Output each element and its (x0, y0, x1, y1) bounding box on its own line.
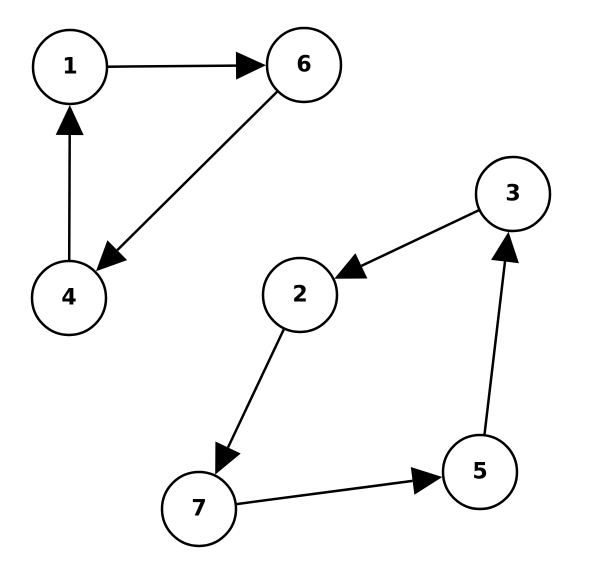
arrowhead (235, 51, 266, 80)
edge-4-to-1 (55, 105, 84, 262)
edge-line (235, 479, 413, 506)
edge-5-to-3 (483, 231, 519, 436)
nodes-layer: 1 6 4 3 2 7 5 (30, 26, 552, 548)
node-circle (441, 433, 519, 511)
edge-line (67, 134, 71, 262)
node-label: 3 (505, 182, 520, 207)
edge-line (116, 90, 279, 251)
edge-line (483, 261, 507, 436)
node-circle (474, 155, 552, 233)
node-label: 1 (62, 55, 77, 80)
arrowhead (215, 441, 241, 475)
node-circle (31, 28, 109, 106)
arrowhead (491, 231, 519, 264)
node-label: 2 (292, 283, 307, 308)
edge-line (360, 208, 481, 268)
arrowhead (334, 253, 368, 279)
edge-2-to-7 (215, 327, 286, 475)
arrowhead (96, 240, 128, 272)
edge-line (226, 327, 286, 449)
node-5: 5 (441, 433, 519, 511)
edges-layer (55, 51, 519, 506)
node-circle (160, 470, 238, 548)
node-3: 3 (474, 155, 552, 233)
node-label: 6 (296, 53, 311, 78)
node-label: 5 (472, 460, 487, 485)
node-label: 4 (61, 286, 76, 311)
edge-6-to-4 (96, 90, 279, 272)
node-1: 1 (31, 28, 109, 106)
node-6: 6 (265, 26, 343, 104)
edge-line (106, 64, 237, 68)
edge-1-to-6 (106, 51, 266, 80)
node-4: 4 (30, 259, 108, 337)
node-2: 2 (261, 256, 339, 334)
node-circle (265, 26, 343, 104)
node-7: 7 (160, 470, 238, 548)
node-label: 7 (191, 497, 206, 522)
edge-3-to-2 (334, 208, 481, 279)
node-circle (30, 259, 108, 337)
arrowhead (55, 105, 84, 136)
node-circle (261, 256, 339, 334)
edge-7-to-5 (235, 467, 443, 506)
arrowhead (410, 467, 443, 495)
